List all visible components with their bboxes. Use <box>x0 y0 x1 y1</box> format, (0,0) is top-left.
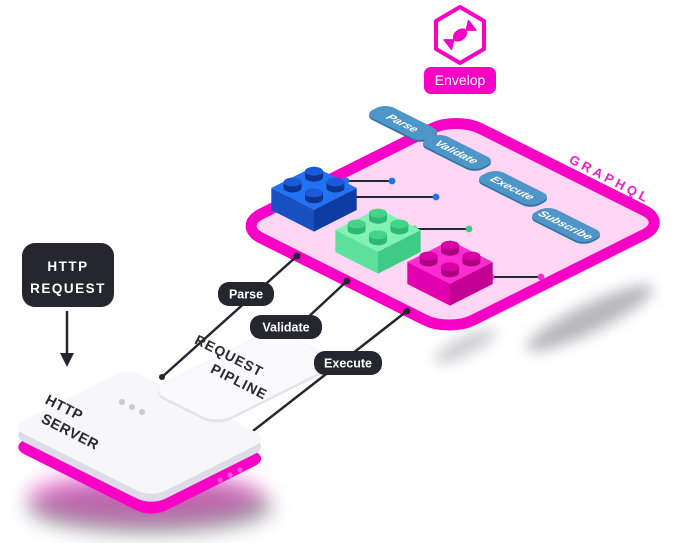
http-request-label-line2: REQUEST <box>30 281 106 296</box>
phase-pills: Parse Validate Execute <box>218 282 382 375</box>
pill-label: Validate <box>262 321 309 335</box>
envelop-badge-bg <box>424 67 496 94</box>
http-request-badge: HTTP REQUEST <box>22 243 114 307</box>
connector-dot-pink <box>537 273 545 281</box>
request-arrow <box>60 311 74 367</box>
pill-label: Execute <box>324 357 372 371</box>
base-led-dot <box>217 477 223 483</box>
card-face <box>157 332 334 420</box>
board-shadow <box>526 284 654 352</box>
chip-parse: Parse <box>362 103 444 145</box>
envelop-badge: Envelop <box>424 67 496 94</box>
line-endpoint-dot <box>159 374 165 380</box>
server-dot <box>119 399 125 405</box>
server-dot <box>139 409 145 415</box>
pipeline-line-parse <box>160 254 299 379</box>
line-endpoint-dot <box>343 277 351 285</box>
connector-dot-blue <box>432 193 440 201</box>
candy-logo-icon <box>434 5 486 65</box>
http-request-bg <box>22 243 114 307</box>
base-led-dot <box>237 467 243 473</box>
board-surface <box>237 116 668 332</box>
server-body-top <box>18 372 262 494</box>
http-request-label-line1: HTTP <box>47 259 88 274</box>
envelop-badge-label: Envelop <box>435 72 486 88</box>
server-dot <box>129 404 135 410</box>
candy-icon <box>443 19 477 51</box>
http-server-stack: HTTP SERVER REQUEST PIPLINE <box>18 331 334 533</box>
pill-bg <box>250 315 322 339</box>
line-endpoint-dot <box>293 252 301 260</box>
arrow-head <box>60 353 74 367</box>
request-pipeline-card <box>157 332 334 423</box>
board-shadow-small <box>434 329 496 363</box>
pill-bg <box>314 351 382 375</box>
pill-label: Parse <box>229 288 263 302</box>
hexagon-outline <box>434 5 486 65</box>
base-led-dot <box>227 472 233 478</box>
pill-validate: Validate <box>250 315 322 339</box>
connector-dot-blue <box>388 177 396 185</box>
pill-bg <box>218 282 274 306</box>
connector-dot-green <box>465 225 473 233</box>
pill-execute: Execute <box>314 351 382 375</box>
pill-parse: Parse <box>218 282 274 306</box>
line-endpoint-dot <box>403 307 411 315</box>
